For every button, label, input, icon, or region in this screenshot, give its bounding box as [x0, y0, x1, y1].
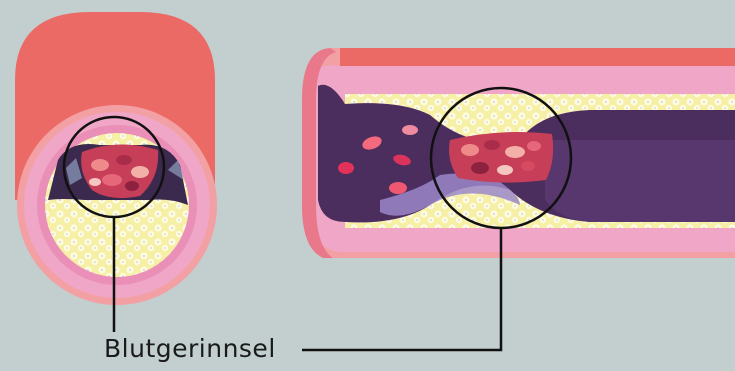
- clot-label: Blutgerinnsel: [104, 334, 276, 364]
- artery-longitudinal-section: [302, 48, 735, 260]
- blood-clot-long: [449, 132, 553, 183]
- blood-flow-shade: [545, 140, 735, 222]
- artery-cross-section: [15, 12, 217, 305]
